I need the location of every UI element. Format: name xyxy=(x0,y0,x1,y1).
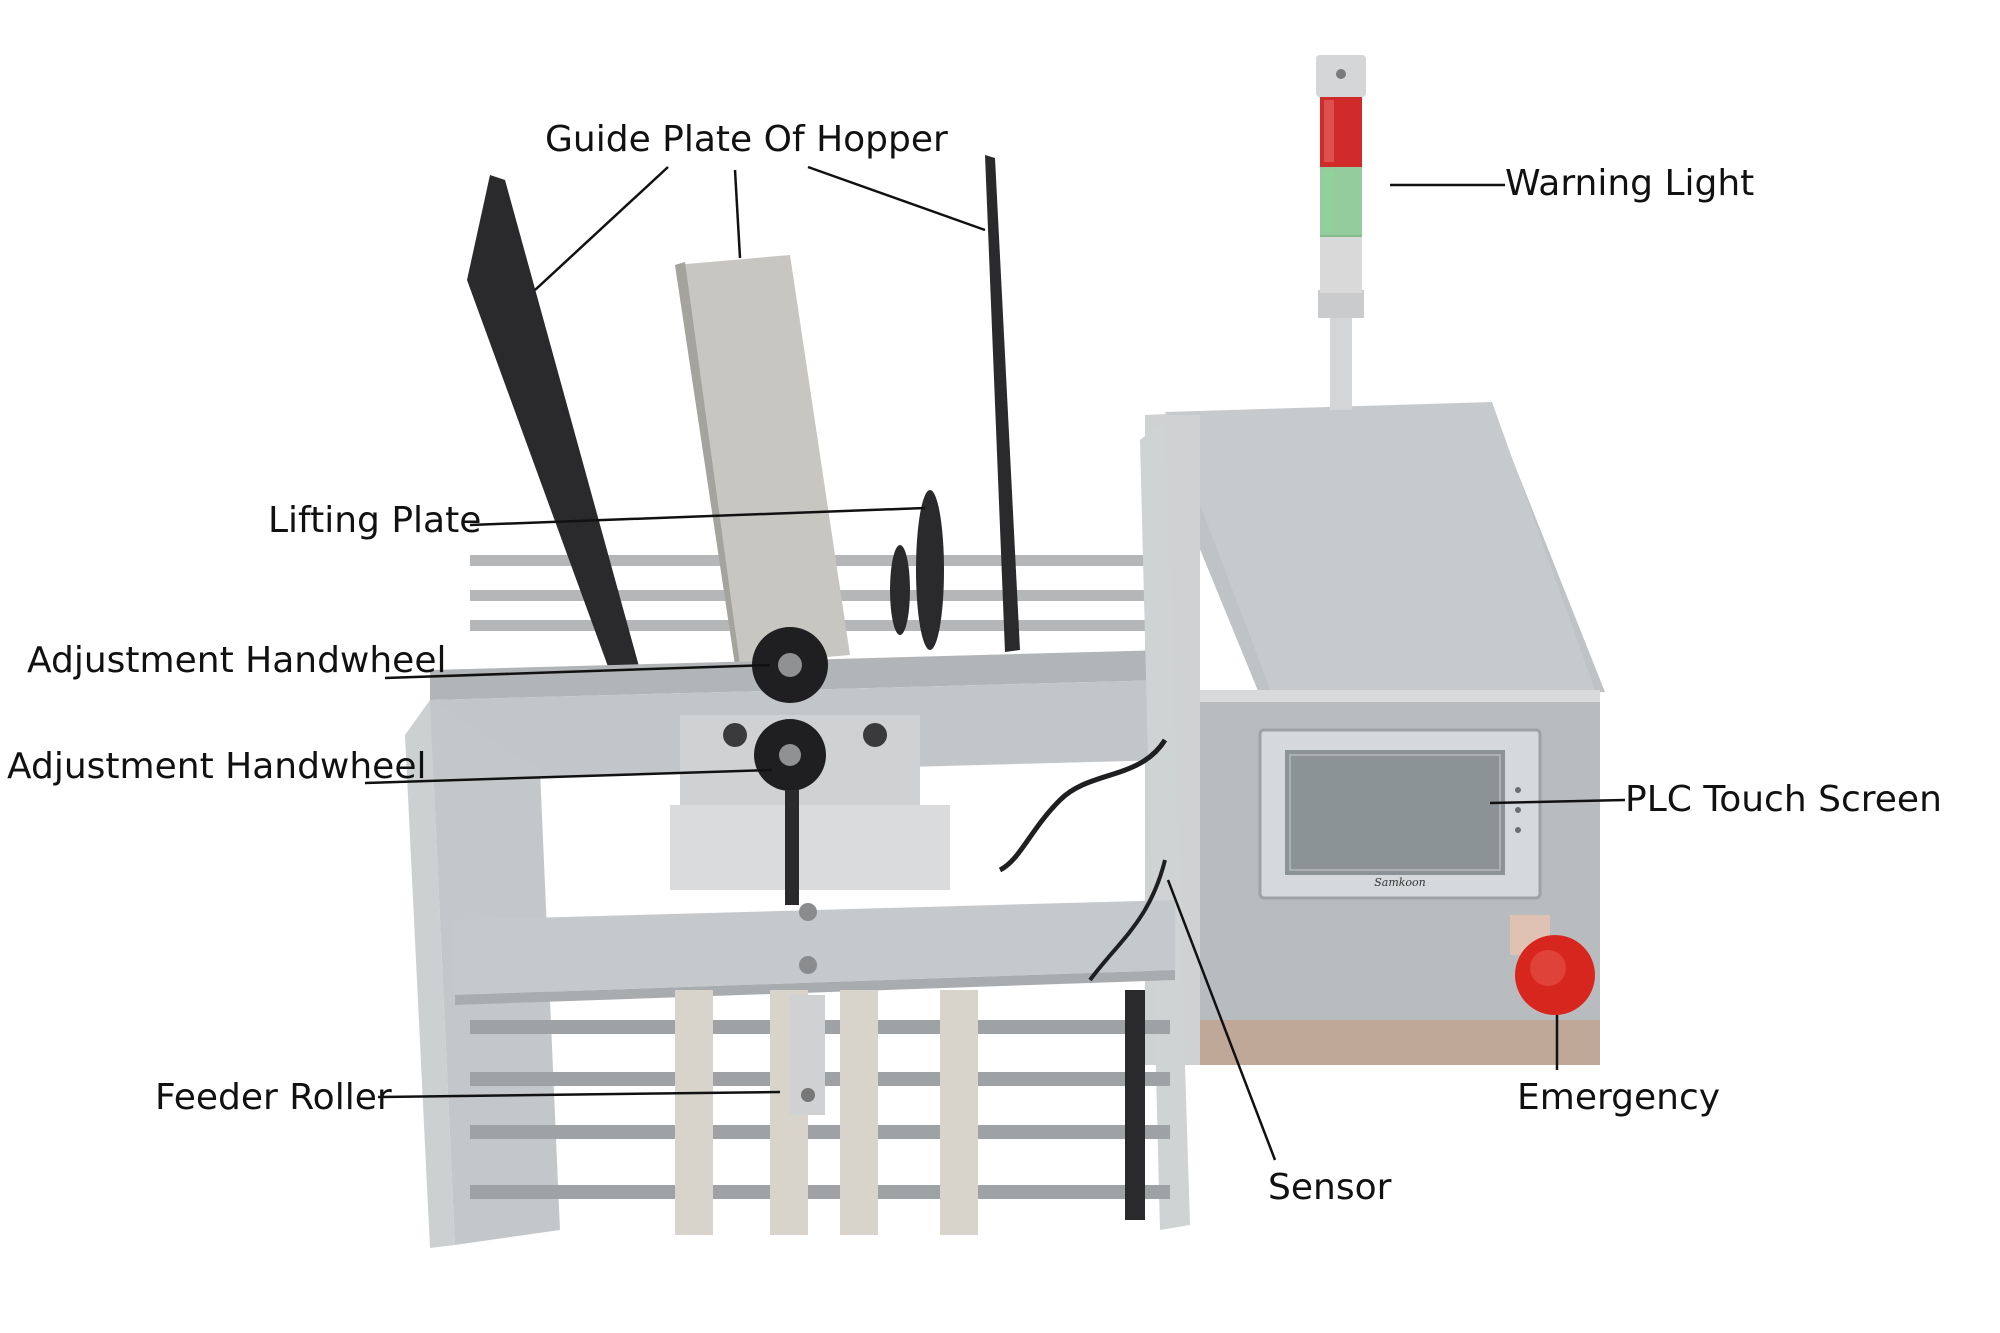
label-feeder-roller: Feeder Roller xyxy=(155,1077,392,1118)
plc-touch-screen[interactable] xyxy=(1258,728,1542,900)
label-warning-light: Warning Light xyxy=(1505,163,1755,204)
label-guide-plate-of-hopper: Guide Plate Of Hopper xyxy=(545,119,948,160)
label-adjustment-handwheel-lower: Adjustment Handwheel xyxy=(7,746,427,787)
leader-guide-middle xyxy=(733,169,742,259)
leader-sensor xyxy=(1166,879,1277,1161)
right-guide-plate xyxy=(985,155,1020,652)
left-guide-plate xyxy=(467,175,640,672)
sensor-bracket xyxy=(790,995,825,1115)
right-side-frame xyxy=(1140,420,1190,1230)
leader-guide-right xyxy=(807,165,986,232)
leader-plc-screen xyxy=(1489,798,1626,805)
sensor-cable xyxy=(998,738,1168,873)
label-lifting-plate: Lifting Plate xyxy=(268,500,482,541)
leader-handwheel-1 xyxy=(384,663,771,680)
adjustment-handwheel-lower[interactable] xyxy=(754,719,826,905)
lifting-plate-wheel xyxy=(890,490,944,650)
label-adjustment-handwheel-upper: Adjustment Handwheel xyxy=(27,640,447,681)
carriage-block xyxy=(670,715,950,890)
leader-feeder-roller xyxy=(377,1090,781,1099)
leader-lines xyxy=(364,165,1626,1161)
label-plc-touch-screen: PLC Touch Screen xyxy=(1625,779,1942,820)
warning-light-tower xyxy=(1316,55,1366,410)
leader-lifting-plate xyxy=(469,506,926,527)
adjustment-handwheel-upper[interactable] xyxy=(752,627,828,703)
lower-beam xyxy=(455,900,1175,1005)
screen-brand-text: Samkoon xyxy=(1374,876,1426,889)
leader-guide-left xyxy=(534,166,669,291)
leader-handwheel-2 xyxy=(364,768,773,785)
middle-guide-plate xyxy=(675,255,850,665)
emergency-stop-button[interactable] xyxy=(1510,915,1595,1015)
label-sensor: Sensor xyxy=(1268,1167,1392,1208)
label-emergency: Emergency xyxy=(1517,1077,1721,1118)
